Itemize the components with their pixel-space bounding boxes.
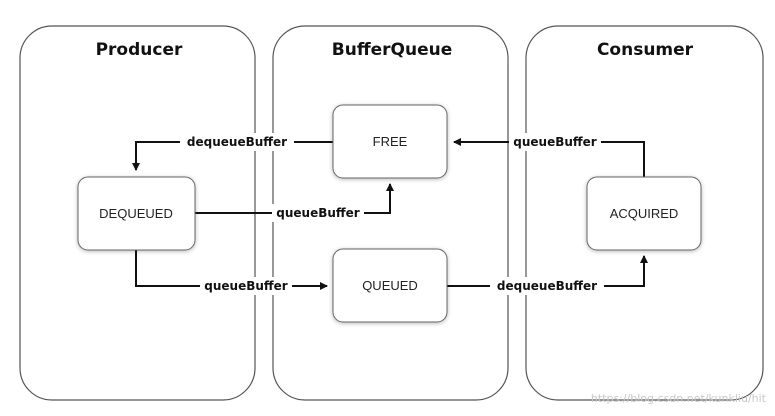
watermark-text: https://blog.csdn.net/kunkliu/hit [591, 392, 767, 405]
bufferqueue-title: BufferQueue [332, 40, 452, 60]
state-queued-label: QUEUED [362, 278, 418, 293]
edge-label-dequeued-to-free: queueBuffer [276, 206, 360, 220]
edge-label-queued-to-acquired: dequeueBuffer [497, 279, 597, 293]
edge-dequeued-to-free: queueBuffer [195, 183, 394, 222]
edge-label-free-to-dequeued: dequeueBuffer [187, 135, 287, 149]
edge-label-acquired-to-free: queueBuffer [513, 135, 597, 149]
consumer-title: Consumer [597, 40, 694, 60]
state-free: FREE [332, 104, 448, 179]
edge-dequeued-to-queued: queueBuffer [135, 250, 328, 295]
edge-free-to-dequeued: dequeueBuffer [132, 133, 333, 171]
edge-acquired-to-free: queueBuffer [453, 133, 645, 177]
state-acquired: ACQUIRED [586, 176, 702, 251]
state-queued: QUEUED [332, 248, 448, 323]
state-dequeued-label: DEQUEUED [99, 206, 173, 221]
producer-title: Producer [96, 40, 183, 60]
edge-label-dequeued-to-queued: queueBuffer [204, 279, 288, 293]
state-dequeued: DEQUEUED [77, 176, 196, 251]
edge-queued-to-acquired: dequeueBuffer [447, 255, 648, 295]
state-acquired-label: ACQUIRED [610, 206, 679, 221]
state-free-label: FREE [373, 134, 408, 149]
